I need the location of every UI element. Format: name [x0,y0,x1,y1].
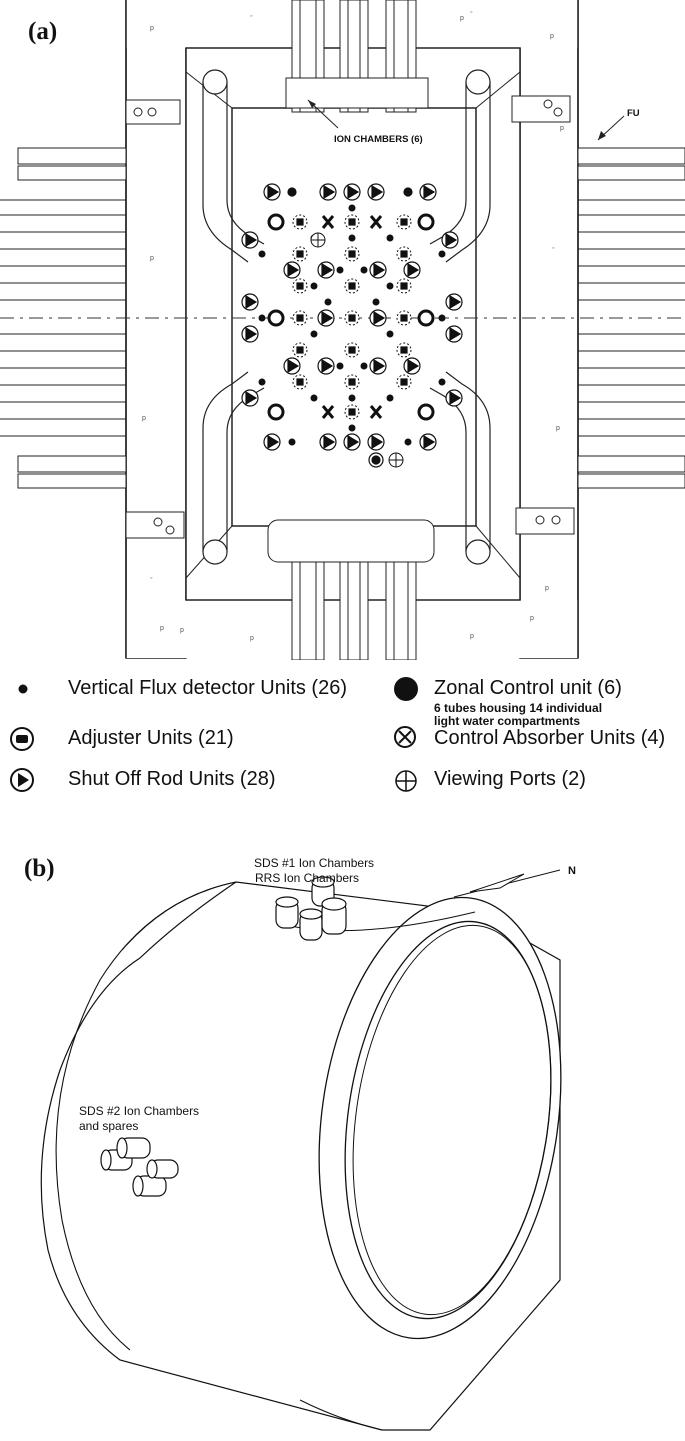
adjuster-icon [10,727,34,751]
calandria-front-ring-outer [318,896,562,1340]
legend-zonal-note-2: light water compartments [434,714,581,728]
svg-text:p: p [530,615,534,622]
north-label: N [568,865,576,877]
legend: Vertical Flux detector Units (26) Zonal … [0,670,685,805]
panel-a-label: (a) [28,18,58,45]
legend-vfd: Vertical Flux detector Units (26) [68,677,347,699]
svg-text:p: p [560,125,564,132]
svg-text:p: p [150,255,154,262]
ion-chambers-label: ION CHAMBERS (6) [334,134,423,145]
ion-chambers-bottom [267,519,435,660]
shutoff-rod-icon [10,768,34,792]
curved-tubes [202,69,491,565]
legend-shutoff: Shut Off Rod Units (28) [68,768,276,790]
svg-text:p: p [180,627,184,634]
svg-text:p: p [142,415,146,422]
sds2-label-line-2: and spares [79,1119,139,1133]
sds2-ion-chamber-cluster [100,1137,179,1197]
svg-text:p: p [160,625,164,632]
svg-text:p: p [550,33,554,40]
sds1-label: SDS #1 Ion Chambers RRS Ion Chambers [254,856,374,886]
sds1-ion-chamber-cluster [275,876,347,941]
vault-wall-left [125,0,187,659]
svg-text:p: p [460,15,464,22]
fu-label: FU [627,108,640,119]
svg-text:◦: ◦ [552,245,554,252]
panel-b-label: (b) [24,855,55,882]
legend-viewing: Viewing Ports (2) [434,768,586,790]
control-absorber-icon [394,726,416,748]
sds2-label: SDS #2 Ion Chambers and spares [79,1104,199,1134]
north-arrow-icon [453,869,561,898]
svg-text:p: p [250,635,254,642]
feeder-pipes-left [0,147,127,489]
ion-chambers-top [285,0,429,113]
svg-text:p: p [545,585,549,592]
svg-text:◦: ◦ [470,9,472,16]
svg-text:◦: ◦ [150,575,152,582]
reactivity-devices [241,183,463,468]
legend-absorber: Control Absorber Units (4) [434,727,666,749]
svg-text:p: p [150,25,154,32]
legend-zonal: Zonal Control unit (6) [434,677,622,699]
flux-detector-icon [18,684,28,694]
legend-adjuster: Adjuster Units (21) [68,727,234,749]
svg-text:◦: ◦ [250,13,252,20]
corner-supports [125,95,575,539]
viewing-port-icon [395,770,417,792]
sds2-label-line-1: SDS #2 Ion Chambers [79,1104,200,1118]
legend-zonal-note-1: 6 tubes housing 14 individual [434,701,603,715]
svg-text:p: p [470,633,474,640]
calandria-isometric-diagram: N [40,865,576,1431]
sds1-label-line-1: SDS #1 Ion Chambers [254,856,375,870]
svg-text:p: p [556,425,560,432]
feeder-pipes-right [577,147,685,489]
zonal-control-icon [394,677,418,701]
sds1-label-line-2: RRS Ion Chambers [255,871,360,885]
